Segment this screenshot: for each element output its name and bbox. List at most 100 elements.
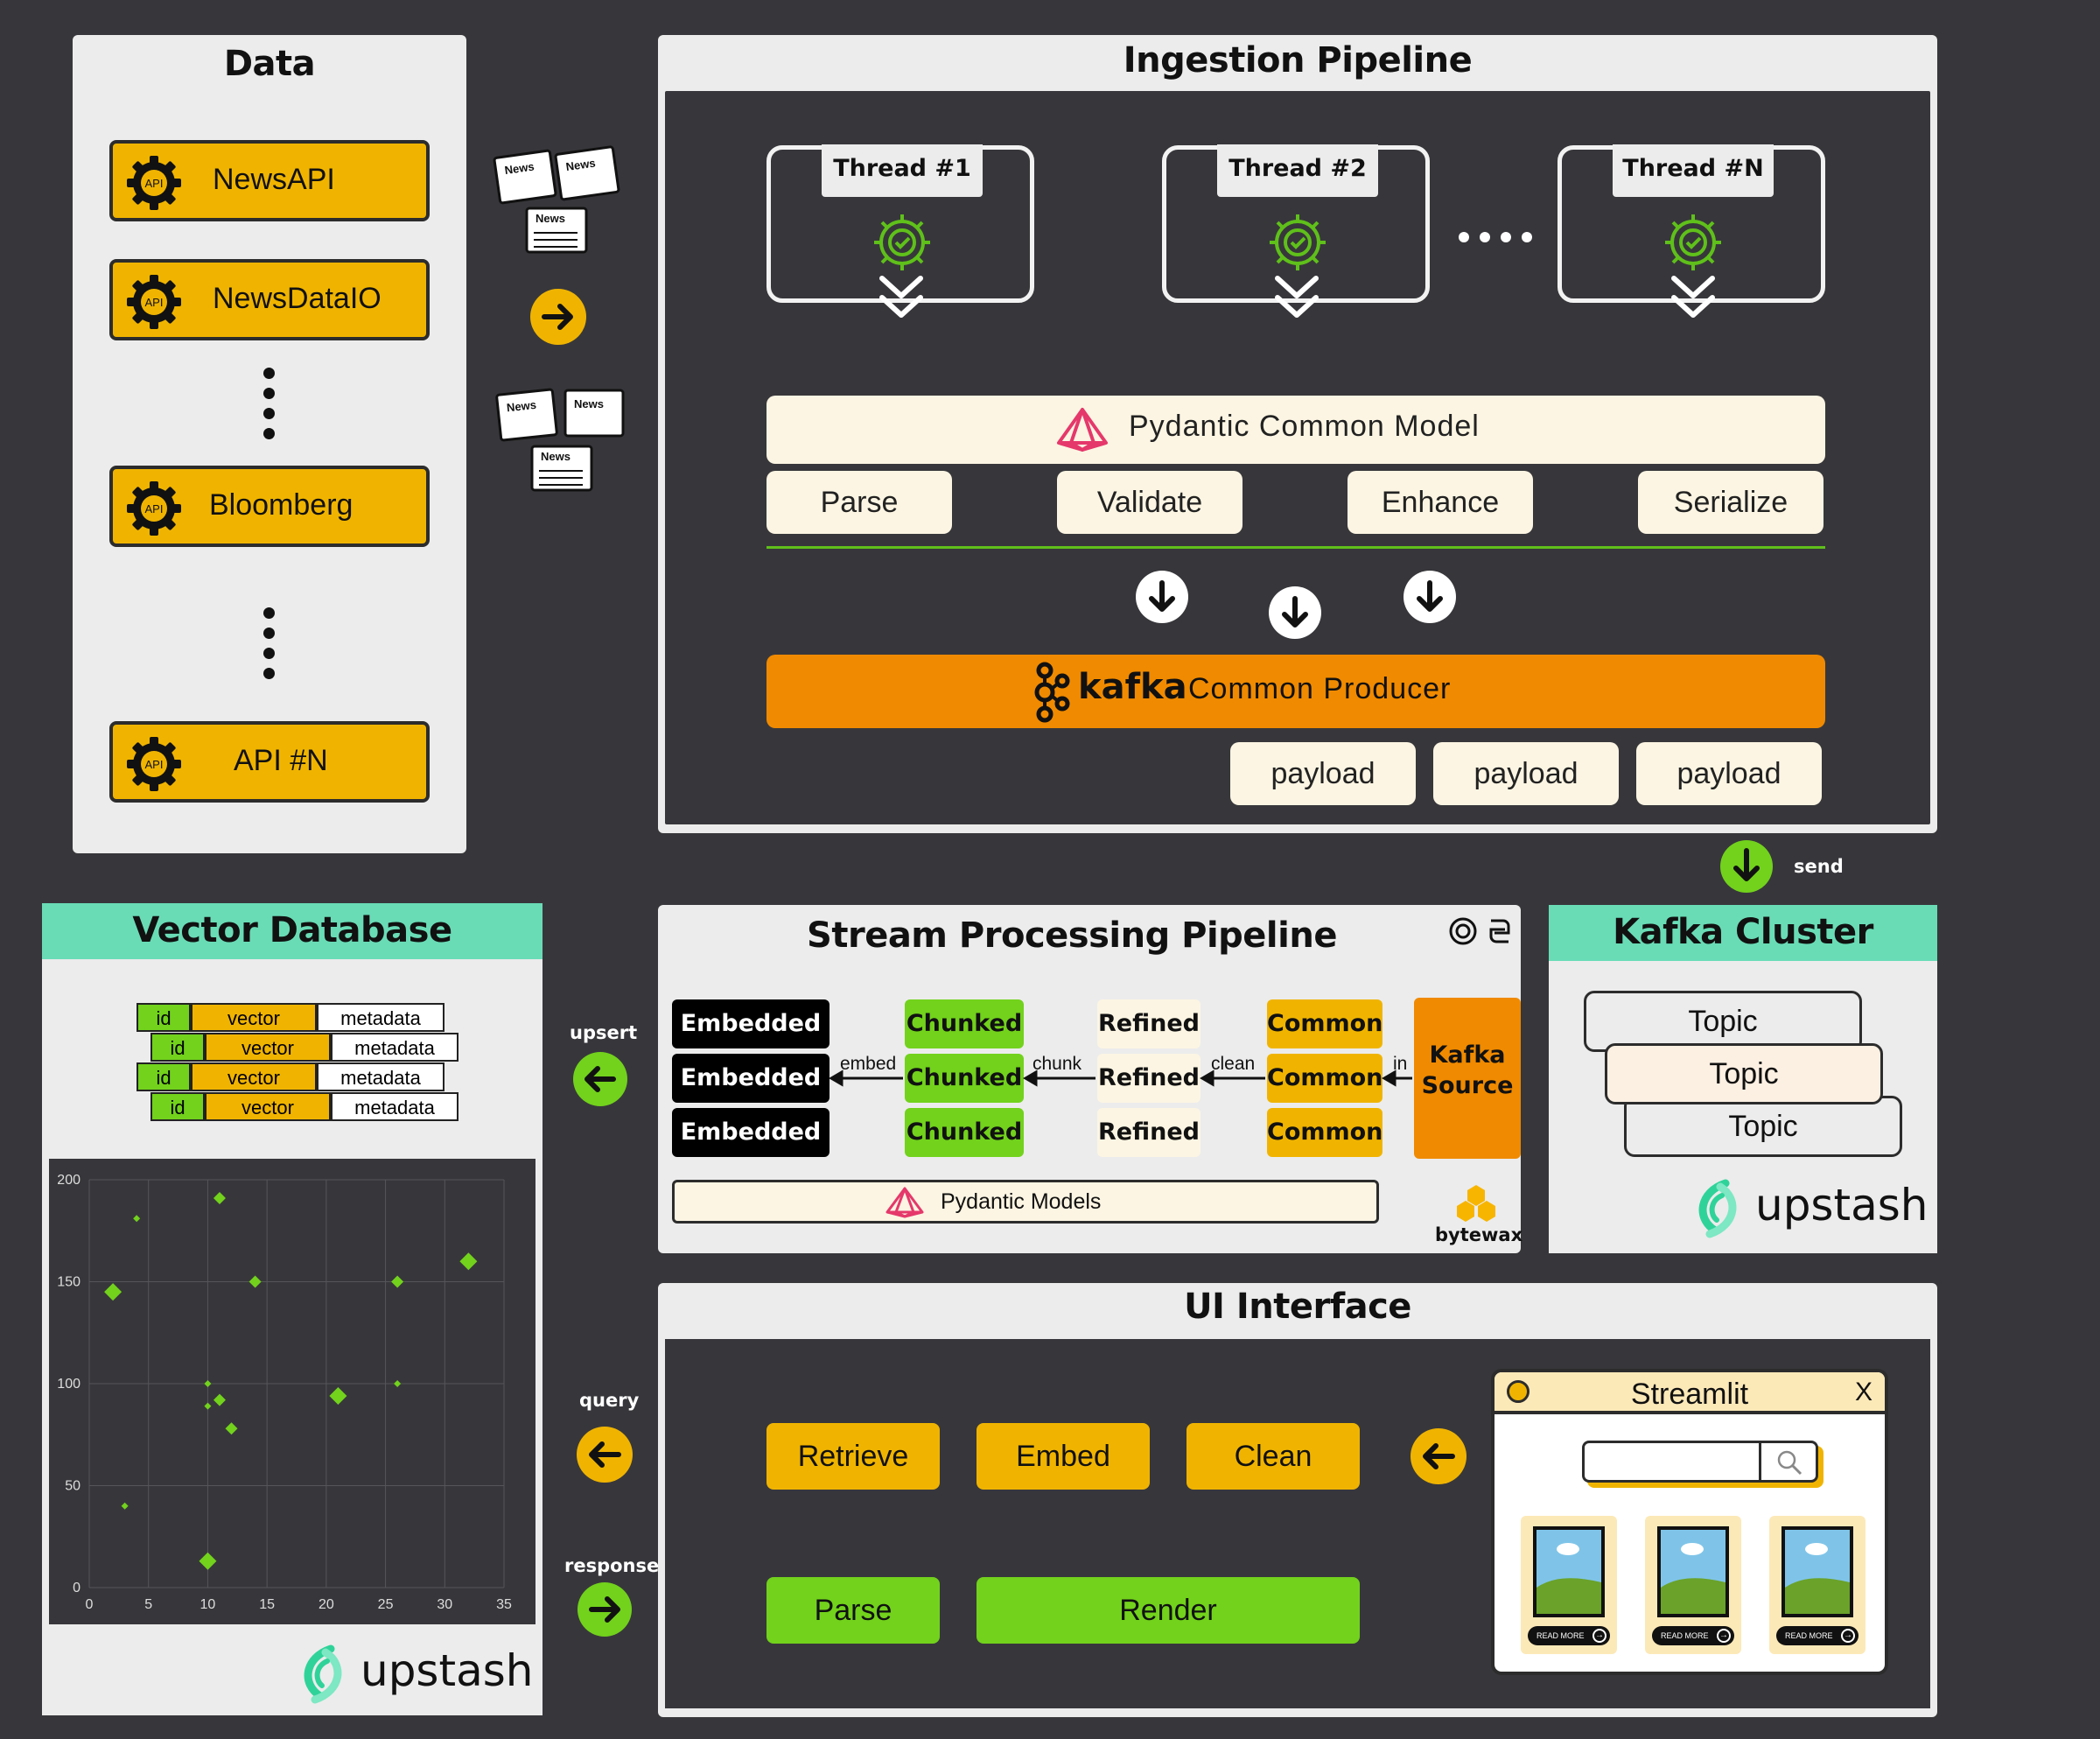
step-enhance: Enhance <box>1348 471 1533 534</box>
source-label: Bloomberg <box>209 488 354 522</box>
arrow-circle-icon: → <box>1717 1629 1731 1643</box>
window-dot-icon <box>1507 1380 1530 1403</box>
data-point <box>391 1275 404 1288</box>
data-point <box>204 1402 212 1410</box>
arrow-down-icon <box>1404 571 1456 623</box>
y-tick-label: 50 <box>65 1479 80 1494</box>
thread-label: Thread #N <box>1613 144 1774 197</box>
kafka-cluster-header <box>1549 905 1937 961</box>
data-panel-title: Data <box>223 44 316 84</box>
news-card[interactable]: READ MORE→ <box>1645 1516 1741 1654</box>
chunked-node: Chunked <box>905 1054 1024 1103</box>
thread-label: Thread #2 <box>1217 144 1378 197</box>
stream-title: Stream Processing Pipeline <box>807 915 1337 956</box>
topic-card: Topic <box>1584 991 1862 1052</box>
render-button[interactable]: Render <box>976 1577 1360 1644</box>
row-vector: vector <box>205 1092 331 1121</box>
svg-text:API: API <box>145 177 164 190</box>
more-sources-dots <box>263 607 276 688</box>
kafka-cluster-panel: Kafka Cluster Topic Topic Topic upstash <box>1549 905 1937 1253</box>
search-input[interactable] <box>1582 1441 1818 1483</box>
ui-panel: UI Interface Retrieve Embed Clean Parse … <box>658 1283 1937 1717</box>
x-tick-label: 30 <box>437 1597 452 1612</box>
kafka-cluster-title: Kafka Cluster <box>1613 912 1873 952</box>
payload-chip: payload <box>1433 742 1619 805</box>
row-metadata: metadata <box>317 1062 444 1091</box>
kafka-logo-text: kafka <box>1078 667 1187 707</box>
payload-chip: payload <box>1636 742 1822 805</box>
news-card[interactable]: READ MORE→ <box>1769 1516 1866 1654</box>
row-vector: vector <box>191 1003 317 1032</box>
common-node: Common <box>1267 999 1382 1048</box>
more-threads-dots <box>1458 231 1536 243</box>
vector-row: id vector metadata <box>150 1033 458 1062</box>
stream-edges <box>829 1069 1412 1087</box>
svg-text:News: News <box>541 450 570 463</box>
pydantic-models-label: Pydantic Models <box>941 1189 1102 1214</box>
arrow-circle-icon: → <box>1592 1629 1606 1643</box>
close-icon[interactable]: X <box>1854 1378 1872 1406</box>
arrow-down-icon <box>1720 840 1773 893</box>
stream-panel: Stream Processing Pipeline Embedded Embe… <box>658 905 1523 1253</box>
refined-node: Refined <box>1097 1108 1200 1157</box>
upstash-brand-text: upstash <box>360 1645 534 1696</box>
svg-text:News: News <box>565 157 597 174</box>
source-newsapi[interactable]: API NewsAPI <box>109 140 430 221</box>
read-more-button[interactable]: READ MORE→ <box>1776 1626 1858 1645</box>
parse-button[interactable]: Parse <box>766 1577 940 1644</box>
response-label: response <box>564 1555 660 1576</box>
row-id: id <box>136 1062 191 1091</box>
arrow-right-icon <box>530 289 586 345</box>
gear-api-icon: API <box>127 737 181 791</box>
image-placeholder-icon <box>1533 1526 1605 1617</box>
divider-line <box>766 546 1825 549</box>
source-label: NewsAPI <box>213 163 335 196</box>
chunked-node: Chunked <box>905 1108 1024 1157</box>
data-point <box>394 1380 402 1387</box>
vector-row: id vector metadata <box>150 1092 458 1121</box>
kafka-common-producer: kafka Common Producer <box>766 655 1825 728</box>
thread-label: Thread #1 <box>822 144 983 197</box>
bytewax-brand-text: bytewax <box>1435 1224 1523 1245</box>
embed-button[interactable]: Embed <box>976 1423 1150 1490</box>
source-newsdataio[interactable]: API NewsDataIO <box>109 259 430 340</box>
ingestion-panel: Ingestion Pipeline Thread #1 Thread #2 T… <box>658 35 1937 833</box>
row-id: id <box>150 1033 205 1062</box>
read-more-button[interactable]: READ MORE→ <box>1652 1626 1734 1645</box>
ingestion-body: Thread #1 Thread #2 Thread #N Pydantic C… <box>665 91 1930 824</box>
svg-text:News: News <box>506 398 536 414</box>
streamlit-title: Streamlit <box>1630 1378 1749 1411</box>
data-point <box>204 1380 212 1387</box>
news-docs-icon: News News News <box>495 388 625 492</box>
arrow-left-icon <box>573 1052 627 1106</box>
topic-card: Topic <box>1624 1096 1902 1157</box>
upsert-label: upsert <box>570 1022 638 1043</box>
streamlit-titlebar: Streamlit X <box>1494 1372 1885 1414</box>
news-card[interactable]: READ MORE→ <box>1521 1516 1617 1654</box>
read-more-button[interactable]: READ MORE→ <box>1528 1626 1610 1645</box>
source-bloomberg[interactable]: API Bloomberg <box>109 466 430 547</box>
upstash-logo-icon <box>304 1644 342 1704</box>
source-api-n[interactable]: API API #N <box>109 721 430 803</box>
topic-card: Topic <box>1605 1043 1883 1104</box>
bytewax-brand: bytewax <box>1435 1183 1523 1248</box>
x-tick-label: 5 <box>144 1597 152 1612</box>
row-metadata: metadata <box>331 1092 458 1121</box>
refined-node: Refined <box>1097 999 1200 1048</box>
arrow-circle-icon: → <box>1841 1629 1855 1643</box>
edge-embed-label: embed <box>840 1054 897 1074</box>
row-metadata: metadata <box>331 1033 458 1062</box>
step-parse: Parse <box>766 471 952 534</box>
step-validate: Validate <box>1057 471 1242 534</box>
clean-button[interactable]: Clean <box>1186 1423 1360 1490</box>
embedded-node: Embedded <box>672 999 830 1048</box>
vector-row: id vector metadata <box>136 1062 444 1091</box>
kafka-source-line2: Source <box>1421 1072 1514 1099</box>
data-point <box>213 1393 226 1406</box>
kafka-source-node: Kafka Source <box>1414 998 1521 1159</box>
payload-chip: payload <box>1230 742 1416 805</box>
edge-in-label: in <box>1393 1054 1408 1074</box>
retrieve-button[interactable]: Retrieve <box>766 1423 940 1490</box>
